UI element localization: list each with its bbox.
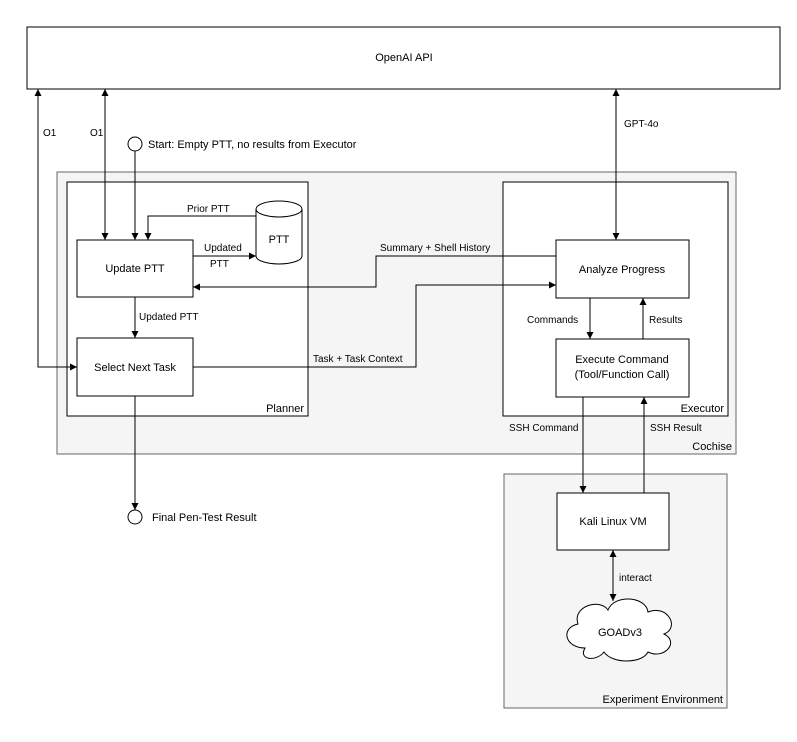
ptt-store: PTT (255, 200, 303, 265)
final-label: Final Pen-Test Result (152, 512, 257, 524)
edge-label-summary: Summary + Shell History (380, 243, 490, 254)
edge-label-ssh-result: SSH Result (650, 423, 702, 434)
execute-command-box (555, 338, 690, 398)
edge-label-o1-right: O1 (90, 128, 104, 139)
edge-label-updated-store-2: PTT (210, 259, 229, 270)
goad-cloud: GOADv3 (566, 598, 672, 662)
start-node (127, 136, 143, 152)
edge-label-o1-left: O1 (43, 128, 57, 139)
edge-summary (193, 255, 556, 291)
kali-vm-label: Kali Linux VM (579, 516, 646, 528)
planner-label: Planner (266, 403, 304, 415)
execute-command-label-line2: (Tool/Function Call) (575, 369, 670, 381)
edge-label-task-context: Task + Task Context (313, 354, 403, 365)
openai-api-label: OpenAI API (375, 52, 432, 64)
update-ptt-label: Update PTT (105, 263, 165, 275)
edge-label-prior-ptt: Prior PTT (187, 204, 230, 215)
edge-prior-ptt (144, 215, 256, 240)
final-node (127, 509, 143, 525)
edge-o1-select (34, 89, 77, 371)
edge-task-context (193, 281, 556, 368)
update-ptt-box (76, 239, 194, 298)
ptt-store-label: PTT (269, 234, 290, 246)
goad-label: GOADv3 (598, 627, 642, 639)
edge-label-results: Results (649, 315, 682, 326)
openai-api-box (26, 26, 781, 90)
edge-label-interact: interact (619, 573, 652, 584)
edge-label-commands: Commands (527, 315, 578, 326)
edge-label-updated-ptt: Updated PTT (139, 312, 198, 323)
analyze-progress-label: Analyze Progress (579, 264, 666, 276)
executor-label: Executor (681, 403, 725, 415)
start-label: Start: Empty PTT, no results from Execut… (148, 139, 357, 151)
edge-label-updated-store-1: Updated (204, 243, 242, 254)
select-next-task-label: Select Next Task (94, 362, 176, 374)
environment-label: Experiment Environment (603, 694, 723, 706)
edge-label-gpt4o: GPT-4o (624, 119, 659, 130)
execute-command-label-line1: Execute Command (575, 354, 669, 366)
analyze-progress-box (555, 239, 690, 299)
cochise-label: Cochise (692, 441, 732, 453)
edge-label-ssh-command: SSH Command (509, 423, 578, 434)
